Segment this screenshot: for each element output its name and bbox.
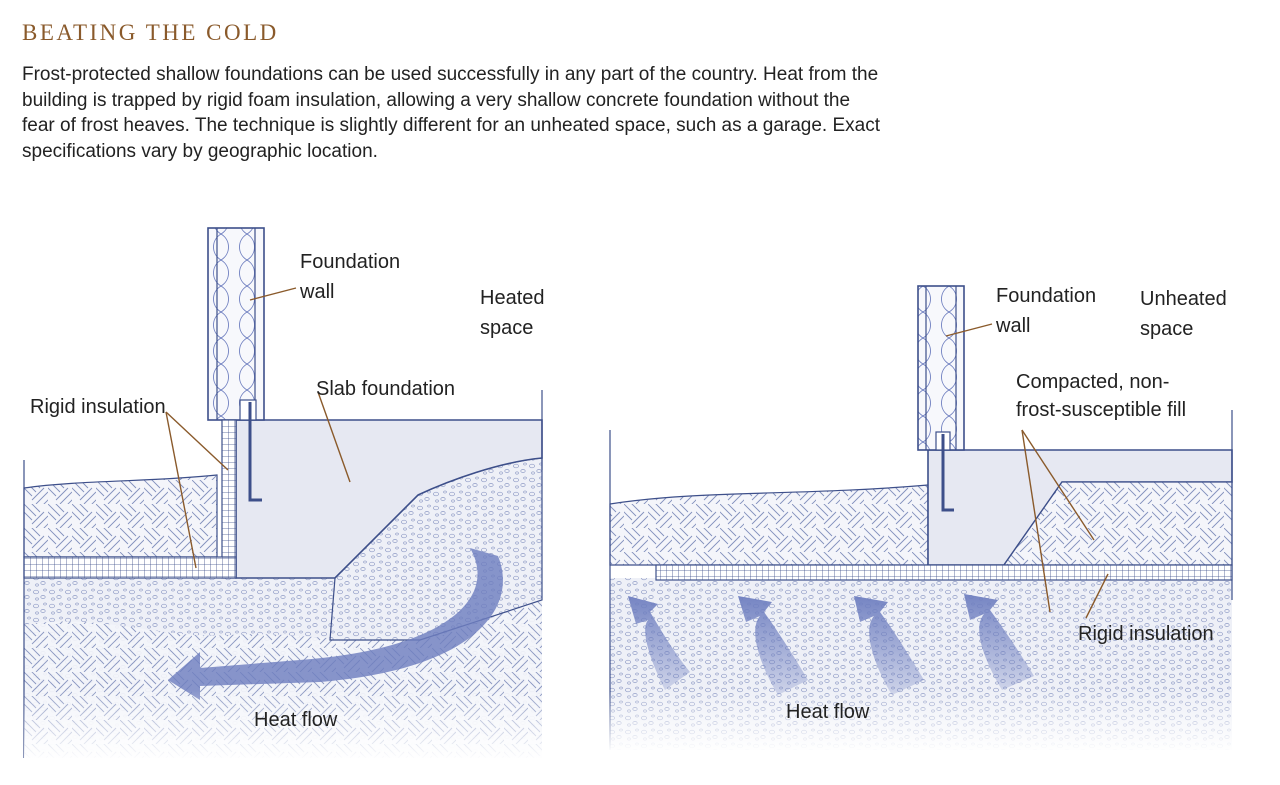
heated-heat-flow-arrow bbox=[168, 548, 503, 700]
unheated-space-label-2: space bbox=[1140, 318, 1193, 340]
unheated-diagram: Foundation wall Unheated space Compacted… bbox=[608, 285, 1234, 752]
unheated-flow-label: Heat flow bbox=[786, 701, 870, 723]
heated-diagram: Foundation wall Heated space Slab founda… bbox=[23, 227, 545, 760]
unheated-wall-label-1: Foundation bbox=[996, 285, 1096, 307]
unheated-space-label-1: Unheated bbox=[1140, 288, 1227, 310]
unheated-insulation-label: Rigid insulation bbox=[1078, 623, 1214, 645]
heated-insulation-label: Rigid insulation bbox=[30, 396, 166, 418]
intro-text: Frost-protected shallow foundations can … bbox=[22, 64, 880, 162]
unheated-horizontal-insulation bbox=[655, 564, 1233, 581]
heated-slab-foundation bbox=[235, 419, 543, 579]
heated-space-label-1: Heated bbox=[480, 287, 545, 309]
heated-flow-label: Heat flow bbox=[254, 709, 338, 731]
heated-wall-label-1: Foundation bbox=[300, 251, 400, 273]
heated-wall-label-2: wall bbox=[299, 281, 334, 303]
heated-horizontal-insulation bbox=[23, 556, 237, 579]
heated-slab-label: Slab foundation bbox=[316, 378, 455, 400]
diagram-heading: BEATING THE COLD bbox=[22, 20, 279, 45]
unheated-soil-left bbox=[609, 484, 929, 566]
unheated-foundation-wall bbox=[917, 285, 965, 451]
unheated-wall-label-2: wall bbox=[995, 315, 1030, 337]
unheated-fill-label-2: frost-susceptible fill bbox=[1016, 399, 1186, 421]
heated-space-label-2: space bbox=[480, 317, 533, 339]
unheated-fill-label-1: Compacted, non- bbox=[1016, 371, 1169, 393]
unheated-heat-flow-arrows bbox=[628, 594, 1034, 695]
heated-vertical-insulation bbox=[221, 419, 237, 579]
heated-soil-left bbox=[23, 474, 218, 558]
